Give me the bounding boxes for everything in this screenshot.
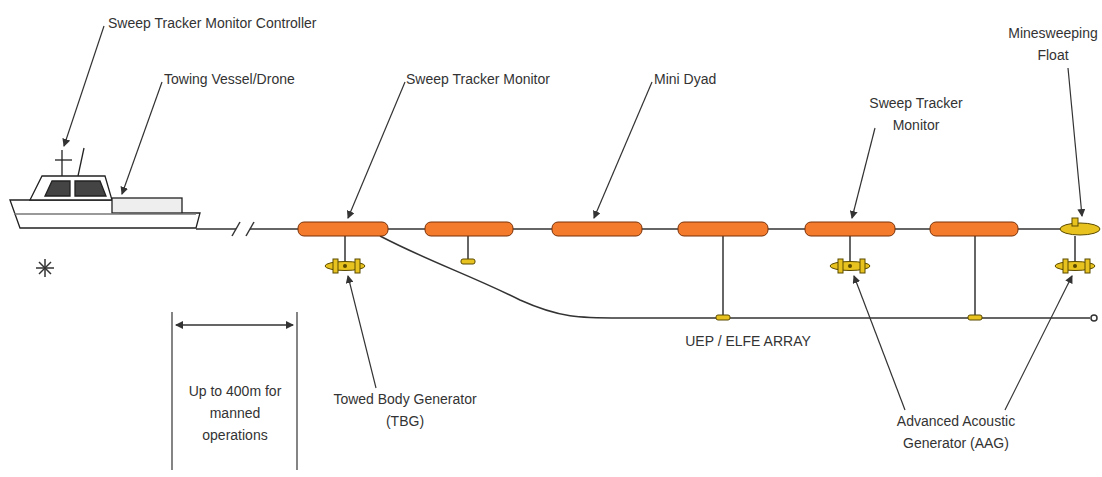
dimension-bracket [172,312,297,470]
callout-label: Minesweeping Float [1008,22,1098,66]
towing-vessel [10,148,200,228]
callout-label: Mini Dyad [654,68,716,90]
callout-label: Towed Body Generator (TBG) [330,388,480,432]
minesweeping-float [1060,218,1100,235]
drop-lines [345,236,1097,321]
dimension-label: Up to 400m for manned operations [180,380,290,446]
array-label: UEP / ELFE ARRAY [668,330,828,352]
callout-label: Sweep Tracker Monitor Controller [108,12,317,34]
propeller-symbol [36,259,54,277]
tow-cable [196,222,1095,236]
leader-lines [64,26,1082,410]
mini-dyad-pods [298,222,1018,236]
callout-label: Sweep Tracker Monitor [866,92,966,136]
callout-label: Sweep Tracker Monitor [406,68,550,90]
callout-label: Towing Vessel/Drone [164,68,295,90]
callout-label: Advanced Acoustic Generator (AAG) [896,410,1016,454]
